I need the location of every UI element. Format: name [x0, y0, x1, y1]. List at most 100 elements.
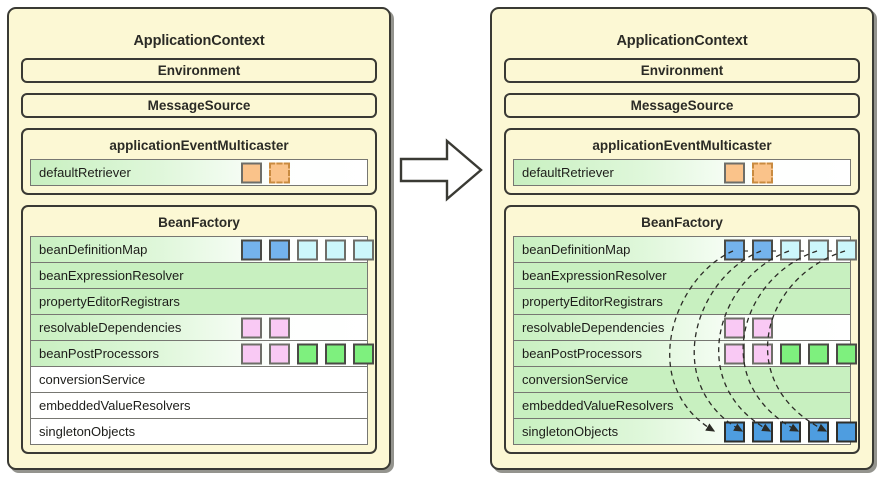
row-label: singletonObjects: [39, 424, 136, 439]
bean-square-blue[interactable]: [269, 239, 290, 260]
row-label: embeddedValueResolvers: [39, 398, 191, 413]
row-label: propertyEditorRegistrars: [39, 294, 180, 309]
bean-square-green[interactable]: [780, 343, 801, 364]
message-source-box-before: MessageSource: [21, 93, 377, 118]
row-label: propertyEditorRegistrars: [522, 294, 663, 309]
row-item-slots: [514, 160, 850, 185]
bean-factory-rows-before: beanDefinitionMap beanExpressionResolver p…: [30, 236, 374, 445]
table-row[interactable]: defaultRetriever: [31, 160, 367, 186]
bean-square-pink[interactable]: [269, 343, 290, 364]
table-row[interactable]: singletonObjects: [31, 419, 367, 445]
row-item-slots: [31, 160, 367, 185]
bean-factory-rows-after: beanDefinitionMap beanExpressionResolver p…: [513, 236, 857, 445]
bean-square-pink[interactable]: [752, 317, 773, 338]
bean-square-pink[interactable]: [241, 317, 262, 338]
transition-right-arrow-icon: [399, 137, 483, 203]
bean-factory-rows-wrap-after: beanDefinitionMap beanExpressionResolver p…: [513, 236, 857, 445]
row-label: beanDefinitionMap: [39, 242, 148, 257]
table-row[interactable]: propertyEditorRegistrars: [31, 289, 367, 315]
bean-square-pink[interactable]: [752, 343, 773, 364]
table-row[interactable]: resolvableDependencies: [514, 315, 850, 341]
table-row[interactable]: beanPostProcessors: [514, 341, 857, 367]
bean-square-cyan[interactable]: [780, 239, 801, 260]
row-label: defaultRetriever: [39, 165, 131, 180]
table-row[interactable]: conversionService: [31, 367, 367, 393]
table-row[interactable]: conversionService: [514, 367, 850, 393]
multicaster-rows-before: defaultRetriever: [30, 159, 368, 186]
bean-square-cyan[interactable]: [297, 239, 318, 260]
bean-factory-title-after: BeanFactory: [641, 215, 723, 230]
bean-square-orange-dash[interactable]: [269, 162, 290, 183]
bean-square-pink[interactable]: [724, 317, 745, 338]
table-row[interactable]: beanDefinitionMap: [31, 237, 374, 263]
environment-box-after: Environment: [504, 58, 860, 83]
bean-square-pink[interactable]: [269, 317, 290, 338]
message-source-label: MessageSource: [147, 98, 251, 113]
row-label: embeddedValueResolvers: [522, 398, 674, 413]
row-label: conversionService: [39, 372, 146, 387]
bean-factory-title-before: BeanFactory: [158, 215, 240, 230]
message-source-label: MessageSource: [630, 98, 734, 113]
row-item-slots: [31, 315, 367, 340]
bean-factory-box-after: BeanFactory beanDefinitionMap beanExpress…: [504, 205, 860, 454]
bean-square-green[interactable]: [836, 343, 857, 364]
bean-square-pink[interactable]: [241, 343, 262, 364]
bean-square-green[interactable]: [808, 343, 829, 364]
bean-square-blue-solid[interactable]: [752, 421, 773, 442]
bean-square-green[interactable]: [325, 343, 346, 364]
row-label: beanPostProcessors: [39, 346, 159, 361]
page-title-before: ApplicationContext: [133, 33, 265, 49]
bean-factory-box-before: BeanFactory beanDefinitionMap beanExpress…: [21, 205, 377, 454]
multicaster-title-before: applicationEventMulticaster: [109, 138, 289, 153]
bean-square-blue[interactable]: [724, 239, 745, 260]
application-context-panel-before: ApplicationContext Environment MessageSo…: [7, 7, 391, 470]
bean-square-blue[interactable]: [241, 239, 262, 260]
table-row[interactable]: resolvableDependencies: [31, 315, 367, 341]
bean-square-cyan[interactable]: [808, 239, 829, 260]
application-event-multicaster-box-before: applicationEventMulticaster defaultRetri…: [21, 128, 377, 195]
page-title-after: ApplicationContext: [616, 33, 748, 49]
bean-square-orange[interactable]: [241, 162, 262, 183]
multicaster-title-after: applicationEventMulticaster: [592, 138, 772, 153]
bean-square-blue-solid[interactable]: [836, 421, 857, 442]
row-label: beanExpressionResolver: [522, 268, 667, 283]
row-label: conversionService: [522, 372, 629, 387]
table-row[interactable]: beanDefinitionMap: [514, 237, 857, 263]
bean-square-pink[interactable]: [724, 343, 745, 364]
bean-square-blue-solid[interactable]: [808, 421, 829, 442]
row-item-slots: [31, 341, 374, 366]
bean-square-blue-solid[interactable]: [724, 421, 745, 442]
row-label: resolvableDependencies: [39, 320, 182, 335]
message-source-box-after: MessageSource: [504, 93, 860, 118]
row-label: beanDefinitionMap: [522, 242, 631, 257]
multicaster-rows-after: defaultRetriever: [513, 159, 851, 186]
row-label: beanPostProcessors: [522, 346, 642, 361]
table-row[interactable]: beanExpressionResolver: [514, 263, 850, 289]
environment-label: Environment: [640, 63, 724, 78]
table-row[interactable]: singletonObjects: [514, 419, 857, 445]
application-context-panel-after: ApplicationContext Environment MessageSo…: [490, 7, 874, 470]
environment-box-before: Environment: [21, 58, 377, 83]
table-row[interactable]: beanExpressionResolver: [31, 263, 367, 289]
row-label: resolvableDependencies: [522, 320, 665, 335]
table-row[interactable]: propertyEditorRegistrars: [514, 289, 850, 315]
row-item-slots: [31, 237, 374, 262]
environment-label: Environment: [157, 63, 241, 78]
row-label: defaultRetriever: [522, 165, 614, 180]
table-row[interactable]: beanPostProcessors: [31, 341, 374, 367]
bean-square-cyan[interactable]: [325, 239, 346, 260]
bean-square-blue[interactable]: [752, 239, 773, 260]
application-event-multicaster-box-after: applicationEventMulticaster defaultRetri…: [504, 128, 860, 195]
row-label: singletonObjects: [522, 424, 619, 439]
bean-square-cyan[interactable]: [353, 239, 374, 260]
bean-square-green[interactable]: [297, 343, 318, 364]
table-row[interactable]: embeddedValueResolvers: [514, 393, 850, 419]
bean-square-cyan[interactable]: [836, 239, 857, 260]
bean-square-blue-solid[interactable]: [780, 421, 801, 442]
bean-square-green[interactable]: [353, 343, 374, 364]
table-row[interactable]: defaultRetriever: [514, 160, 850, 186]
bean-square-orange[interactable]: [724, 162, 745, 183]
bean-square-orange-dash[interactable]: [752, 162, 773, 183]
table-row[interactable]: embeddedValueResolvers: [31, 393, 367, 419]
